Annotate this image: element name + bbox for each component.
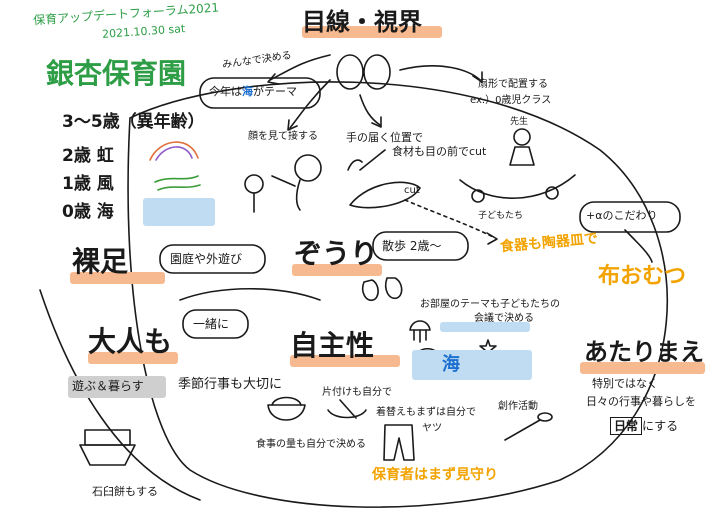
autonomy-highlight [290,355,400,367]
children-label: 子どもたち [478,211,524,221]
arrow-eyes-to-reach [359,94,381,126]
dotted-arrow-tableware [404,199,496,239]
topic-autonomy: 自主性 [290,329,375,362]
daily-life: 日々の行事や暮らしを [586,395,696,408]
sandal-right-icon [384,277,403,300]
face-to-face: 顔を見て接する [248,131,318,142]
room-theme-highlight [440,322,530,332]
meal-amount: 食事の量も自分で決める [256,439,366,450]
reach-title: 手の届く位置で [346,131,423,144]
arrow-eyes-to-layout [399,65,481,81]
together-bubble: 一緒に [193,317,230,331]
teacher-label: 先生 [510,117,529,127]
age-0: 0歳 海 [62,202,114,222]
jellyfish-icon [409,320,431,331]
mortar-icon [79,444,136,466]
arrow-alpha-to-diaper [624,229,653,263]
spoon-icon [504,419,541,441]
room-theme: お部屋のテーマも子どもたちの [420,299,560,310]
barefoot-bubble: 園庭や外遊び [170,252,243,266]
child-icon-right [545,186,559,200]
topic-natural: あたりまえ [584,338,704,366]
reach-note: 食材も目の前でcut [392,145,487,158]
zouri-bubble-outline [372,231,469,261]
not-special: 特別ではなく [592,377,658,390]
plus-alpha: +αのこだわり [586,209,658,222]
watch-over: 保育者はまず見守り [372,467,498,483]
barefoot-bubble-outline [159,244,266,274]
umi-highlight [412,350,532,380]
mochi: 石臼餅もする [92,485,158,498]
right-eye-icon [363,54,391,90]
yatsu: ヤツ [422,423,442,434]
gaze-title-highlight [302,26,442,38]
alpha-bubble-outline [579,201,681,233]
rainbow-icon [149,141,199,161]
smiley-person-icon [244,174,264,194]
knife-icon [359,149,386,171]
adults-highlight [88,352,178,364]
zouri-bubble: 散歩 2歳〜 [382,239,442,253]
age-2: 2歳 虹 [62,146,114,166]
age-mixed: 3〜5歳（異年齢） [62,112,205,132]
cut-label: cut [404,185,420,196]
topic-zouri: ぞうり [294,237,379,270]
rice-bowl-icon [267,404,306,421]
age-1: 1歳 風 [62,174,114,194]
dressing: 着替えもまずは自分で [376,407,476,418]
barefoot-highlight [70,272,165,284]
topic-cloth-diaper: 布おむつ [598,264,687,289]
nursery-name: 銀杏保育園 [46,57,187,90]
theme-bubble-text: 今年は海がテーマ [209,85,297,98]
umi-label: 海 [442,354,460,375]
zouri-highlight [292,264,382,276]
left-eye-icon [336,54,364,90]
theme-bubble-umi: 海 [242,85,253,98]
dish-icon [327,409,367,419]
wind-icon [154,175,199,183]
sandal-left-icon [361,279,379,302]
pants-icon [383,424,415,461]
seasonal-events: 季節行事も大切に [178,377,283,392]
everyday: 日常にする [610,417,678,435]
age0-highlight [143,198,215,226]
cutting-board-icon [349,181,421,209]
arrow-eyes-to-face [289,79,331,129]
room-theme-2: 会議で決める [474,313,534,324]
layout-title: 扇形で配置する [478,79,548,90]
teacher-icon [513,128,531,146]
layout-note: ex.）0歳児クラス [470,95,552,106]
topic-barefoot: 裸足 [72,245,129,278]
left-separator-line [179,288,321,301]
gaze-title: 目線・視界 [302,8,422,36]
topic-adults: 大人も [88,325,173,358]
theme-bubble-outline [199,77,321,109]
creative: 創作活動 [498,401,538,412]
cleanup: 片付けも自分で [322,387,392,398]
natural-highlight [580,362,705,374]
left-arc-line [39,289,201,501]
large-circle-outline [127,81,669,508]
everyday-boxed: 日常 [610,417,643,435]
together-bubble-outline [182,309,249,339]
play-live: 遊ぶ＆暮らす [72,379,144,393]
child-icon-left [471,189,485,203]
pointing-person-icon [294,154,322,182]
play-live-highlight [68,376,166,398]
